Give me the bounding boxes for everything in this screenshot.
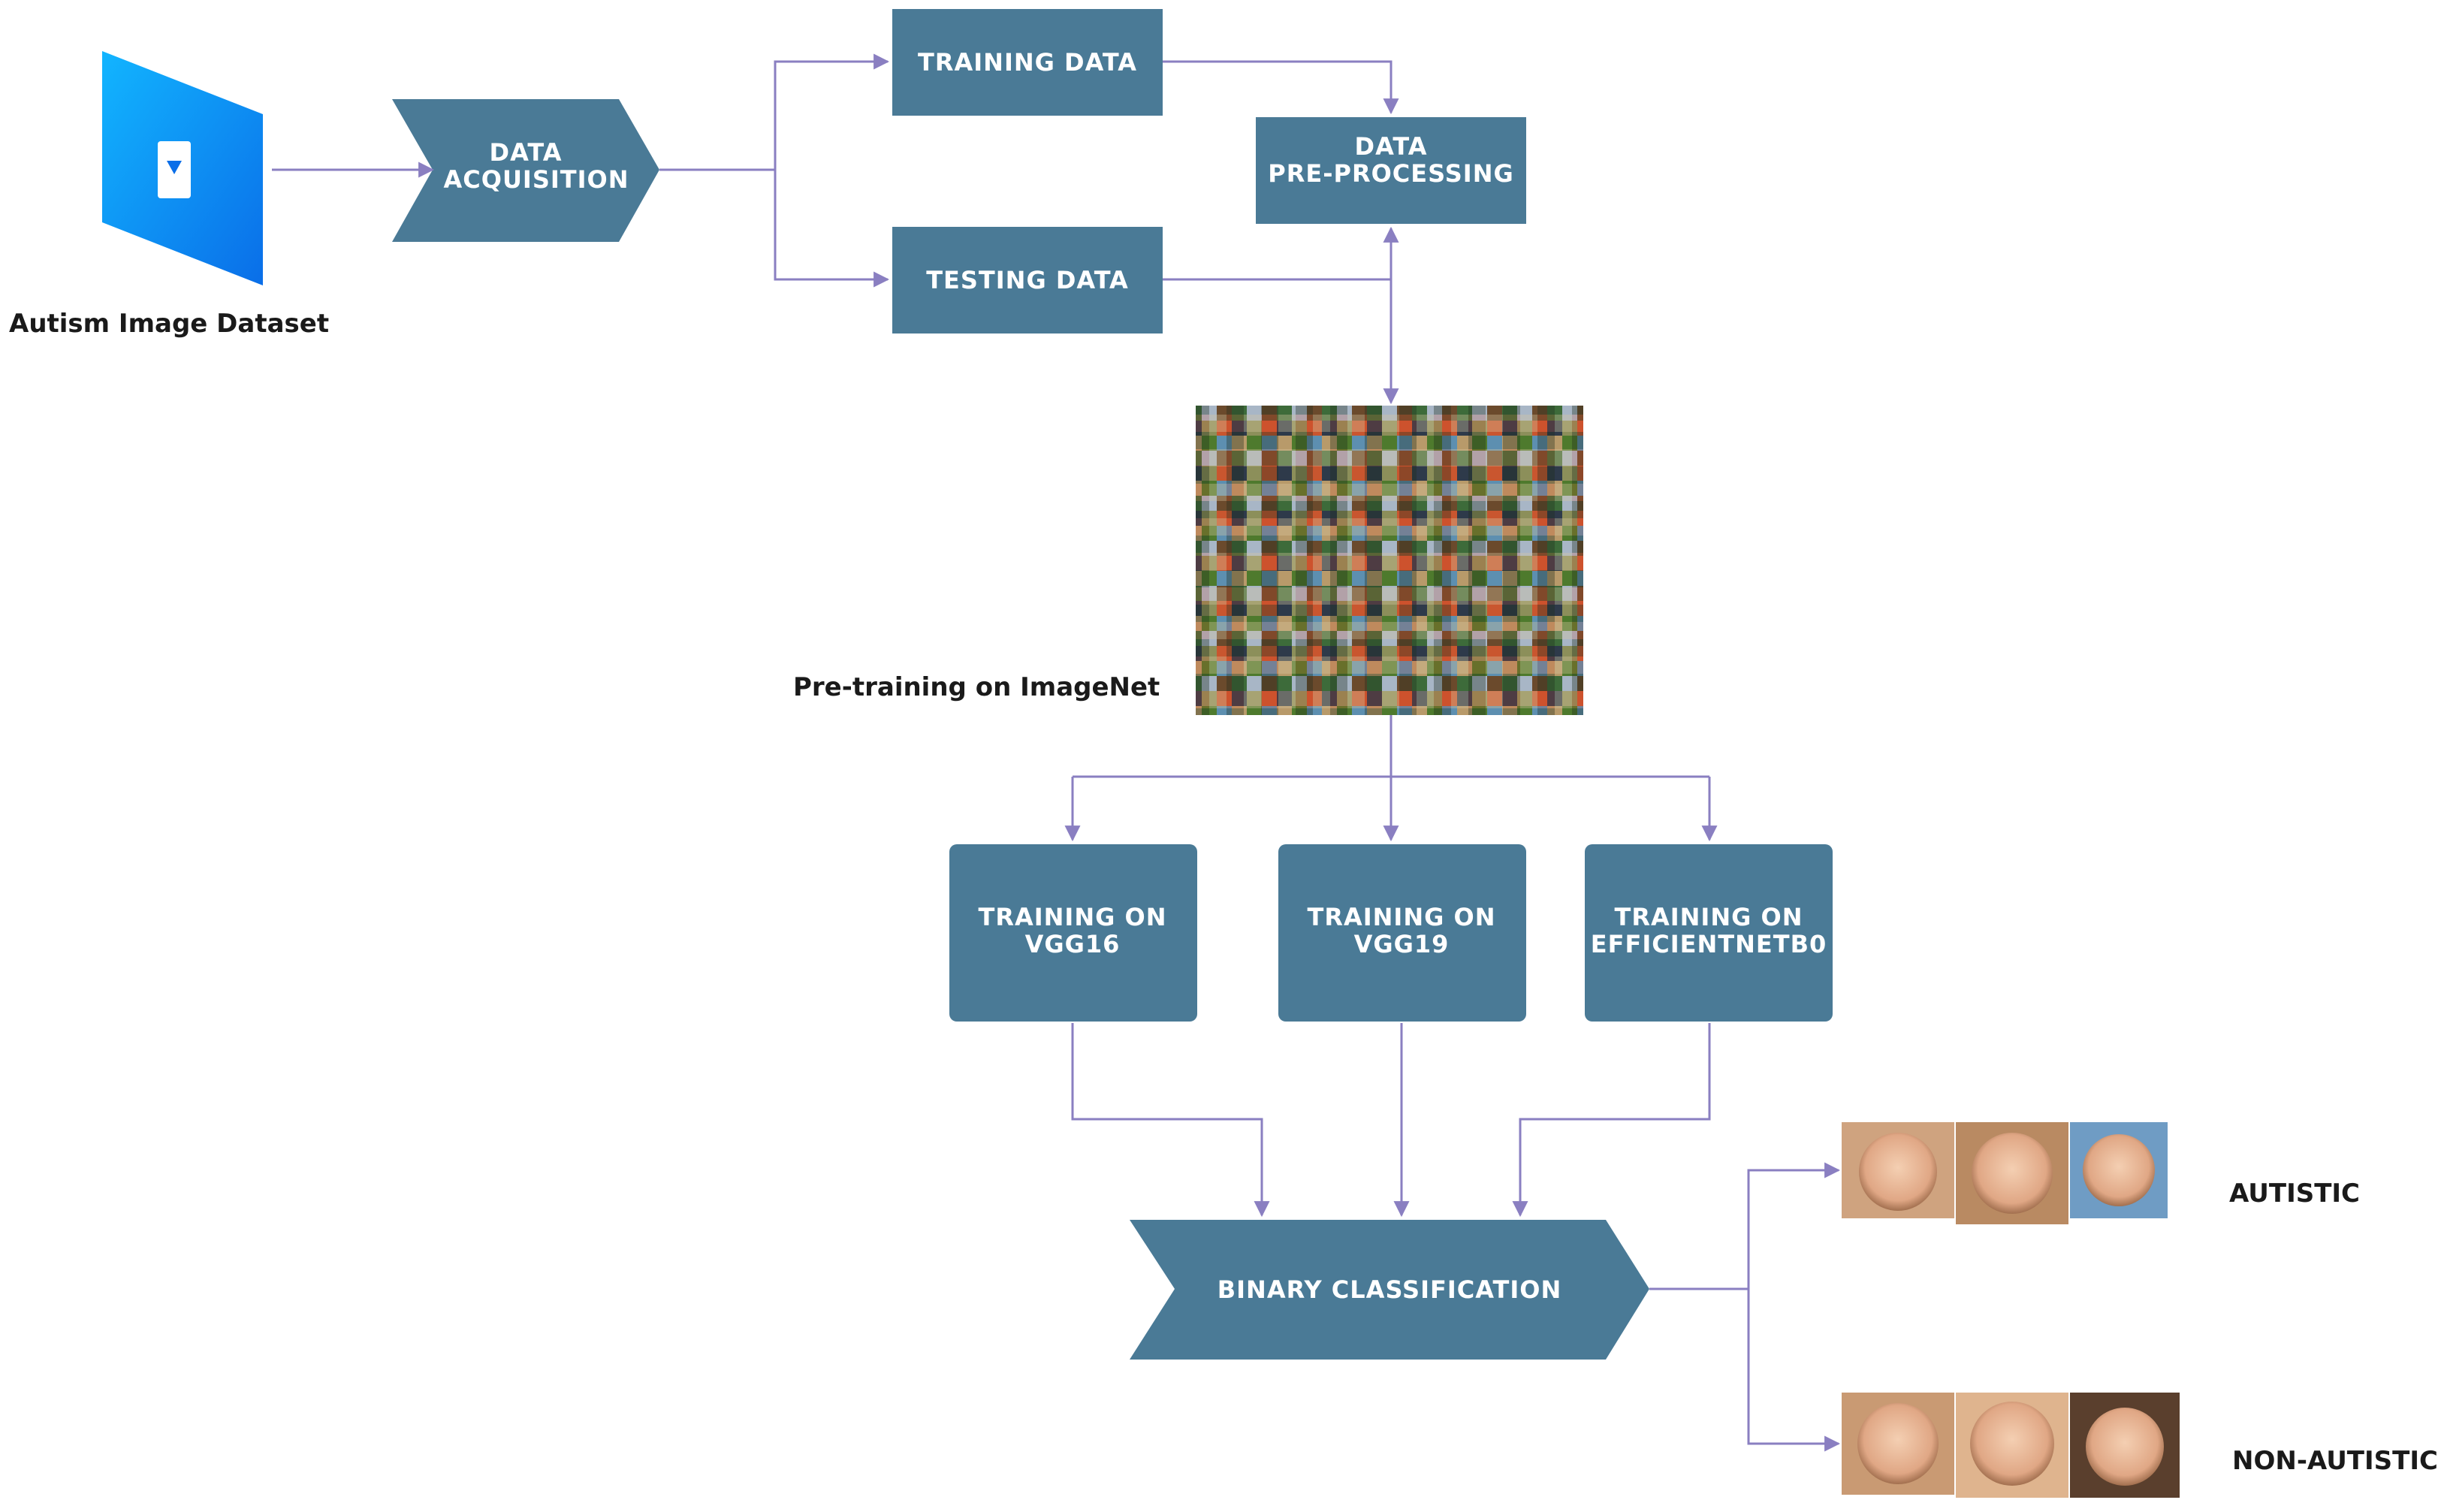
testing-data-box: TESTING DATA xyxy=(892,227,1163,333)
model-vgg19-line2: VGG19 xyxy=(1354,930,1450,958)
arrow-to-training xyxy=(774,53,890,170)
arrow-to-non-autistic xyxy=(1747,1289,1841,1452)
arrow-efficientnet-to-classification xyxy=(1512,1023,1711,1218)
connectors xyxy=(272,53,1841,1452)
training-data-label: TRAINING DATA xyxy=(918,48,1137,77)
binary-classification-step: BINARY CLASSIFICATION xyxy=(1130,1220,1649,1360)
arrow-to-testing xyxy=(774,170,890,288)
dataset-label: Autism Image Dataset xyxy=(9,309,329,339)
autistic-face-samples xyxy=(1842,1122,2168,1224)
model-efficientnet-line2: EFFICIENTNETB0 xyxy=(1591,930,1827,958)
arrow-to-autistic xyxy=(1747,1162,1841,1289)
training-data-box: TRAINING DATA xyxy=(892,9,1163,116)
model-box-efficientnetb0: TRAINING ON EFFICIENTNETB0 xyxy=(1585,844,1833,1022)
data-acquisition-step: DATA ACQUISITION xyxy=(392,99,659,242)
preprocessing-box: DATA PRE-PROCESSING xyxy=(1256,117,1526,224)
model-vgg19-line1: TRAINING ON xyxy=(1308,903,1496,931)
model-vgg16-line1: TRAINING ON xyxy=(979,903,1167,931)
autistic-label: AUTISTIC xyxy=(2229,1179,2360,1209)
dataset-icon xyxy=(102,51,263,285)
imagenet-mosaic xyxy=(1196,406,1583,715)
non-autistic-face-samples xyxy=(1842,1393,2180,1498)
acquisition-line2: ACQUISITION xyxy=(443,165,629,194)
preprocessing-line2: PRE-PROCESSING xyxy=(1268,159,1513,188)
model-vgg16-line2: VGG16 xyxy=(1025,930,1121,958)
arrow-training-to-preprocessing xyxy=(1163,60,1399,115)
preprocessing-line1: DATA xyxy=(1355,132,1428,161)
model-box-vgg16: TRAINING ON VGG16 xyxy=(949,844,1197,1022)
testing-data-label: TESTING DATA xyxy=(926,266,1129,294)
model-efficientnet-line1: TRAINING ON xyxy=(1615,903,1803,931)
classification-label: BINARY CLASSIFICATION xyxy=(1217,1275,1562,1304)
arrow-vgg16-to-classification xyxy=(1071,1023,1270,1218)
model-box-vgg19: TRAINING ON VGG19 xyxy=(1278,844,1526,1022)
acquisition-line1: DATA xyxy=(490,138,563,167)
imagenet-label: Pre-training on ImageNet xyxy=(793,672,1160,702)
non-autistic-label: NON-AUTISTIC xyxy=(2232,1446,2438,1476)
